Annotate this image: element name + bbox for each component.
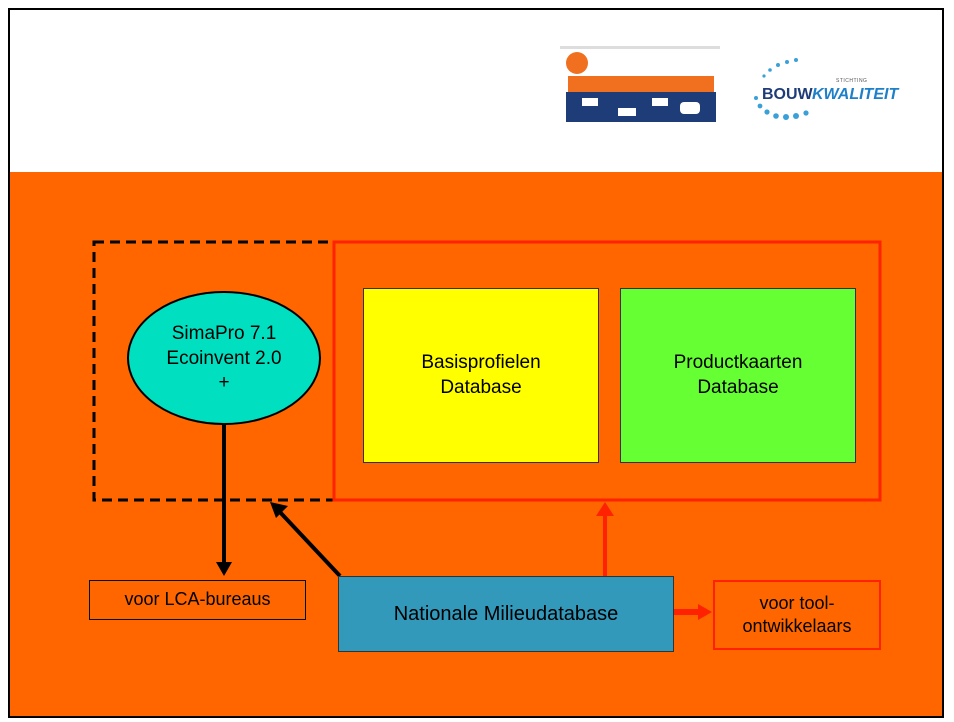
basisprofielen-line2: Database [440, 376, 522, 398]
arrow-to-simapro-region-head [270, 502, 288, 518]
nationale-milieudatabase-label: Nationale Milieudatabase [393, 603, 619, 625]
simapro-ellipse [127, 291, 321, 425]
basisprofielen-database: Basisprofielen Database [363, 288, 599, 463]
lca-bureaus-box: voor LCA-bureaus [89, 580, 306, 620]
bouwkwaliteit-main-b: KWALITEIT [812, 86, 899, 103]
arrow-to-tool-head [698, 604, 712, 620]
isso-logo: isso [560, 46, 720, 128]
tool-line2: ontwikkelaars [742, 616, 852, 636]
bouwkwaliteit-logo: STICHTING BOUW KWALITEIT [740, 46, 920, 128]
productkaarten-database: Productkaarten Database [620, 288, 856, 463]
slide-frame [8, 8, 944, 718]
productkaarten-line1: Productkaarten [673, 351, 803, 373]
arrow-to-lca-head [216, 562, 232, 576]
simapro-label: SimaPro 7.1 Ecoinvent 2.0 + [130, 310, 318, 408]
lca-bureaus-label: voor LCA-bureaus [124, 589, 271, 610]
productkaarten-line2: Database [697, 376, 779, 398]
nationale-milieudatabase-box: Nationale Milieudatabase [338, 576, 674, 652]
tool-line1: voor tool- [759, 592, 835, 613]
arrow-to-simapro-region [276, 508, 342, 578]
tool-ontwikkelaars-box: voor tool- ontwikkelaars [713, 580, 881, 650]
bouwkwaliteit-main-a: BOUW [762, 86, 814, 103]
simapro-line3: + [218, 372, 230, 394]
database-region [332, 240, 882, 502]
simapro-line1: SimaPro 7.1 [171, 322, 277, 344]
bouwkwaliteit-small-text: STICHTING [836, 78, 867, 84]
arrow-to-database-region-head [596, 502, 614, 516]
simapro-line2: Ecoinvent 2.0 [166, 347, 282, 369]
basisprofielen-line1: Basisprofielen [421, 351, 541, 373]
